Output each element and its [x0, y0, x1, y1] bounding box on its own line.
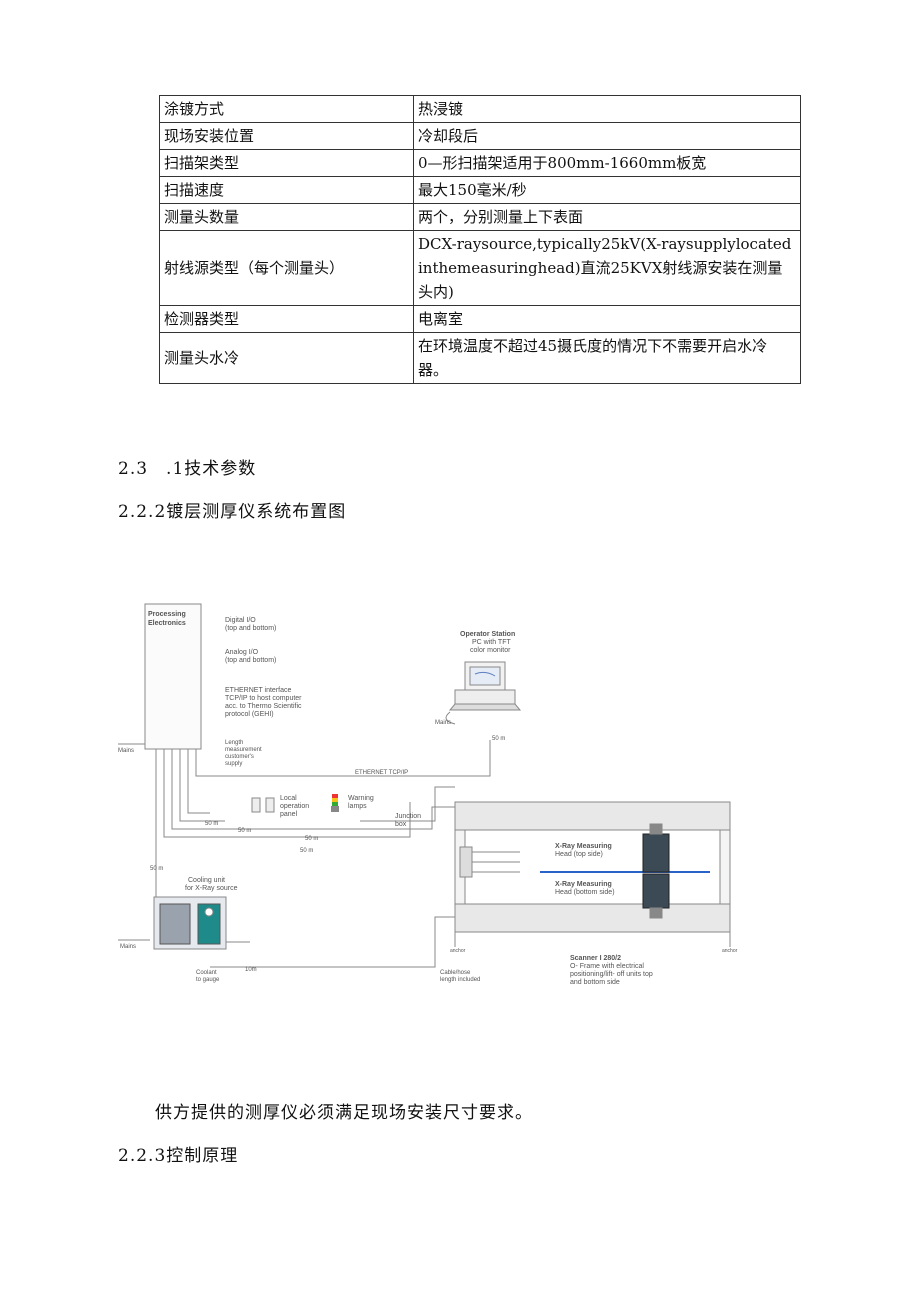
dist-2: 50 m — [238, 828, 251, 834]
dist-1: 50 m — [205, 821, 218, 827]
heading-layout-diagram: 2.2.2镀层测厚仪系统布置图 — [118, 502, 347, 522]
row-value: 冷却段后 — [413, 122, 801, 150]
junction-2: box — [395, 821, 407, 828]
legend-ethernet-3: acc. to Thermo Scientific — [225, 703, 302, 710]
length-note-1: Length — [225, 740, 243, 746]
row-value: 最大150毫米/秒 — [413, 176, 801, 204]
legend-analog-sub: (top and bottom) — [225, 657, 276, 664]
heading-tech-params: 2.3 .1技术参数 — [118, 459, 257, 479]
dist-10m: 10m — [245, 967, 257, 973]
scanner-3: positioning/lift- off units top — [570, 971, 653, 978]
table-row: 现场安装位置冷却段后 — [159, 122, 801, 150]
warning-1: Warning — [348, 795, 374, 802]
ethernet-line-label: ETHERNET TCP/IP — [355, 770, 408, 776]
anchor-left: anchor — [450, 948, 466, 954]
local-panel-3: panel — [280, 811, 298, 818]
dist-operator: 50 m — [492, 736, 505, 742]
operator-sub2: color monitor — [470, 647, 511, 654]
local-panel-2: operation — [280, 803, 309, 810]
row-value: 两个，分别测量上下表面 — [413, 203, 801, 231]
row-value: 0—形扫描架适用于800mm-1660mm板宽 — [413, 149, 801, 177]
table-row: 测量头水冷在环境温度不超过45摄氏度的情况下不需要开启水冷器。 — [159, 332, 801, 384]
head-bottom-1: X-Ray Measuring — [555, 881, 612, 888]
cable-note-1: Cable/hose — [440, 970, 471, 976]
head-top-2: Head (top side) — [555, 851, 603, 858]
legend-digital-sub: (top and bottom) — [225, 625, 276, 632]
cable-note-2: length included — [440, 977, 480, 983]
dist-4: 50 m — [300, 848, 313, 854]
table-row: 测量头数量两个，分别测量上下表面 — [159, 203, 801, 231]
row-label: 涂镀方式 — [159, 95, 414, 123]
legend-ethernet-2: TCP/IP to host computer — [225, 695, 302, 702]
row-label: 检测器类型 — [159, 305, 414, 333]
cooling-1: Cooling unit — [188, 877, 225, 884]
table-row: 检测器类型电离室 — [159, 305, 801, 333]
table-row: 扫描速度最大150毫米/秒 — [159, 176, 801, 204]
mains-label-cooling: Mains — [120, 944, 136, 950]
table-row: 射线源类型（每个测量头）DCX-raysource,typically25kV(… — [159, 230, 801, 306]
junction-1: Junction — [395, 813, 421, 820]
scanner-1: Scanner I 280/2 — [570, 955, 621, 962]
row-label: 测量头水冷 — [159, 332, 414, 384]
local-panel-1: Local — [280, 795, 297, 802]
dist-5: 50 m — [150, 866, 163, 872]
processing-label-2: Electronics — [148, 620, 186, 627]
legend-analog: Analog I/O — [225, 649, 259, 656]
heading-control-principle: 2.2.3控制原理 — [118, 1146, 239, 1166]
table-row: 涂镀方式热浸镀 — [159, 95, 801, 123]
row-value: DCX-raysource,typically25kV(X-raysupplyl… — [413, 230, 801, 306]
mains-label-cabinet: Mains — [118, 748, 134, 754]
length-note-2: measurement — [225, 747, 262, 753]
operator-sub1: PC with TFT — [472, 639, 511, 646]
mains-label-operator: Mains — [435, 720, 451, 726]
head-top-1: X-Ray Measuring — [555, 843, 612, 850]
row-label: 现场安装位置 — [159, 122, 414, 150]
dist-3: 50 m — [305, 836, 318, 842]
row-label: 扫描架类型 — [159, 149, 414, 177]
operator-title: Operator Station — [460, 631, 515, 638]
installation-note: 供方提供的测厚仪必须满足现场安装尺寸要求。 — [155, 1103, 533, 1123]
scanner-4: and bottom side — [570, 979, 620, 986]
length-note-3: customer's — [225, 754, 254, 760]
head-bottom-2: Head (bottom side) — [555, 889, 615, 896]
coolant-2: to gauge — [196, 977, 220, 983]
row-value: 热浸镀 — [413, 95, 801, 123]
processing-cabinet — [144, 603, 202, 750]
legend-digital: Digital I/O — [225, 617, 256, 624]
legend-ethernet-4: protocol (GEHI) — [225, 711, 274, 718]
coolant-1: Coolant — [196, 970, 217, 976]
row-label: 测量头数量 — [159, 203, 414, 231]
cooling-2: for X-Ray source — [185, 885, 238, 892]
row-label: 扫描速度 — [159, 176, 414, 204]
row-value: 电离室 — [413, 305, 801, 333]
anchor-right: anchor — [722, 948, 738, 954]
scanner-2: O- Frame with electrical — [570, 963, 644, 970]
length-note-4: supply — [225, 761, 242, 767]
system-layout-diagram: Processing Electronics Digital I/O (top … — [118, 603, 738, 986]
legend-ethernet: ETHERNET interface — [225, 687, 291, 694]
row-value: 在环境温度不超过45摄氏度的情况下不需要开启水冷器。 — [413, 332, 801, 384]
row-label: 射线源类型（每个测量头） — [159, 230, 414, 306]
processing-label-1: Processing — [148, 611, 186, 618]
warning-2: lamps — [348, 803, 367, 810]
